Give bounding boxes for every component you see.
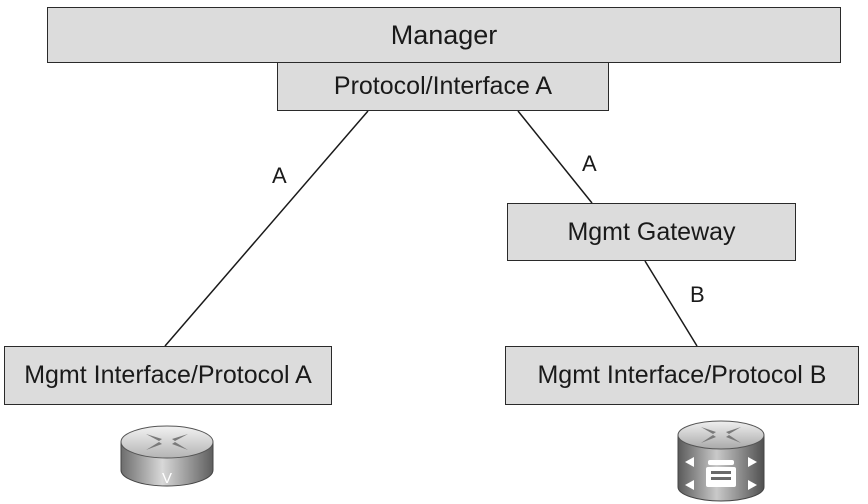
- protocol-interface-box: Protocol/Interface A: [277, 62, 609, 111]
- manager-label: Manager: [390, 19, 498, 50]
- link-label-right-lower: B: [690, 282, 705, 307]
- link-gateway-device-b: [644, 260, 698, 347]
- device-b-interface-box: Mgmt Interface/Protocol B: [505, 346, 859, 405]
- mgmt-gateway-label: Mgmt Gateway: [567, 217, 736, 246]
- manager-box: Manager: [47, 7, 841, 63]
- device-b-interface-label: Mgmt Interface/Protocol B: [537, 361, 827, 389]
- device-a-interface-box: Mgmt Interface/Protocol A: [4, 346, 332, 405]
- link-label-left: A: [272, 163, 287, 188]
- device-a-interface-label: Mgmt Interface/Protocol A: [24, 361, 312, 389]
- voice-router-icon: [677, 420, 765, 502]
- router-v-icon: V: [120, 425, 214, 487]
- mgmt-gateway-box: Mgmt Gateway: [507, 203, 796, 261]
- protocol-interface-label: Protocol/Interface A: [333, 72, 553, 100]
- svg-text:V: V: [162, 470, 172, 487]
- link-label-right-upper: A: [582, 151, 597, 176]
- link-manager-device-a: [164, 110, 369, 347]
- link-manager-gateway: [517, 110, 593, 204]
